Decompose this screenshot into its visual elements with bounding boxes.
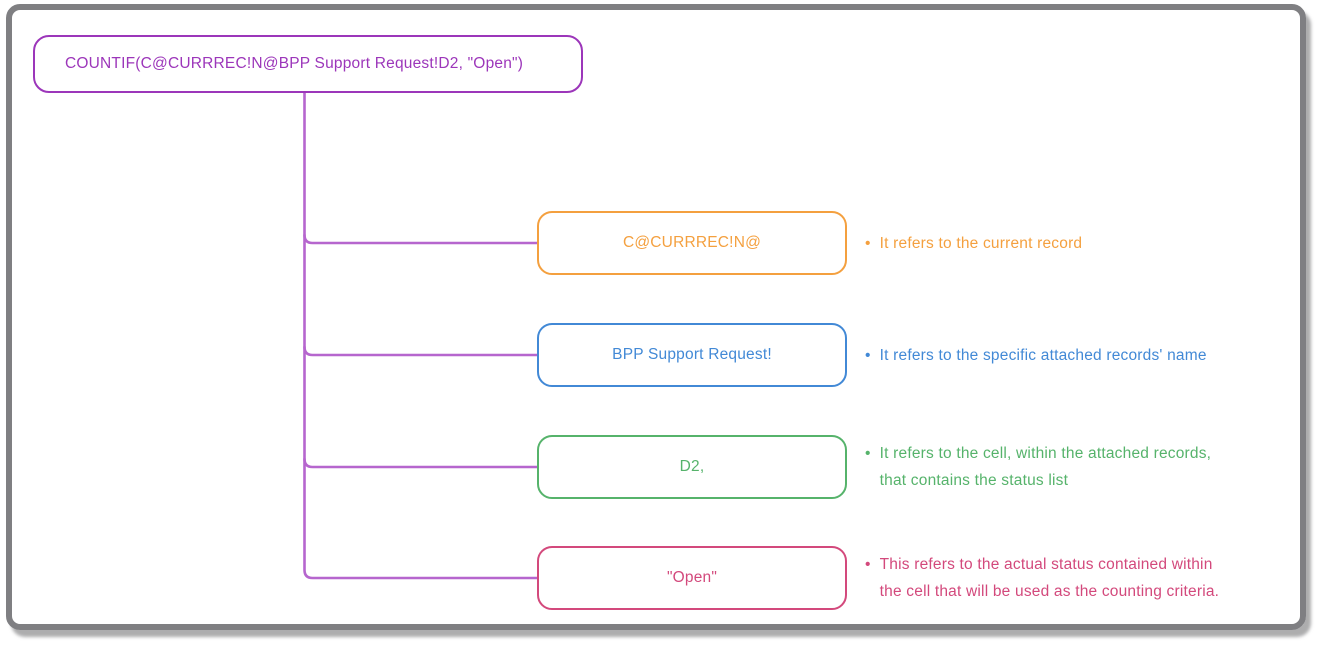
connector-trunk: [303, 91, 540, 580]
annotation-line: It refers to the current record: [879, 234, 1083, 252]
formula-part-row-criteria: "Open" • This refers to the actual statu…: [537, 546, 1219, 610]
part-label-box: "Open": [537, 546, 847, 610]
part-annotation: • It refers to the current record: [865, 230, 1082, 257]
part-annotation: • This refers to the actual status conta…: [865, 551, 1219, 605]
window-frame: [6, 4, 1306, 630]
part-annotation: • It refers to the cell, within the atta…: [865, 440, 1211, 494]
annotation-line: This refers to the actual status contain…: [879, 556, 1213, 573]
formula-part-row-currrec: C@CURRREC!N@ • It refers to the current …: [537, 211, 1082, 275]
part-label-box: C@CURRREC!N@: [537, 211, 847, 275]
bullet-icon: •: [865, 445, 871, 462]
bullet-icon: •: [865, 346, 871, 364]
annotation-line: It refers to the cell, within the attach…: [879, 445, 1212, 462]
formula-part-row-cell: D2, • It refers to the cell, within the …: [537, 435, 1211, 499]
annotation-text: It refers to the specific attached recor…: [880, 342, 1207, 369]
annotation-text: This refers to the actual status contain…: [880, 551, 1220, 605]
annotation-text: It refers to the cell, within the attach…: [880, 440, 1212, 494]
bullet-icon: •: [865, 556, 871, 573]
connector-branch-2: [303, 345, 540, 357]
part-label-box: BPP Support Request!: [537, 323, 847, 387]
part-annotation: • It refers to the specific attached rec…: [865, 342, 1207, 369]
part-label: BPP Support Request!: [612, 346, 772, 363]
annotation-line: the cell that will be used as the counti…: [879, 583, 1220, 600]
annotation-line: that contains the status list: [879, 472, 1069, 489]
part-label: D2,: [679, 458, 705, 475]
formula-part-row-record-name: BPP Support Request! • It refers to the …: [537, 323, 1207, 387]
formula-root-box: COUNTIF(C@CURRREC!N@BPP Support Request!…: [33, 35, 583, 93]
part-label: "Open": [666, 569, 718, 586]
part-label: C@CURRREC!N@: [622, 234, 762, 251]
annotation-text: It refers to the current record: [880, 230, 1083, 257]
part-label-box: D2,: [537, 435, 847, 499]
connector-branch-1: [303, 233, 540, 245]
connector-branch-3: [303, 457, 540, 469]
annotation-line: It refers to the specific attached recor…: [879, 346, 1207, 364]
bullet-icon: •: [865, 234, 871, 252]
formula-text: COUNTIF(C@CURRREC!N@BPP Support Request!…: [65, 55, 524, 72]
